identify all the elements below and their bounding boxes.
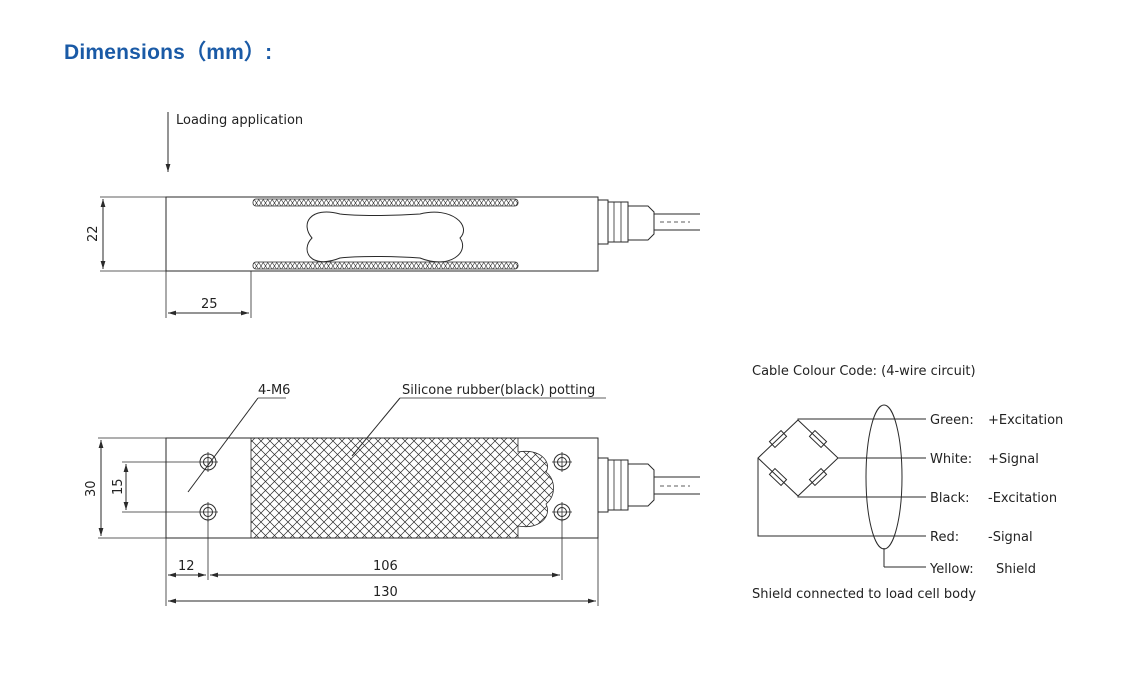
wire-function-label: +Signal [988, 452, 1039, 467]
gland-cap [628, 205, 655, 241]
shield-ellipse [865, 404, 903, 550]
cable-title: Cable Colour Code: (4-wire circuit) [752, 364, 976, 379]
top-view: Loading application 22 25 [86, 112, 700, 318]
hole-span-dim: 106 [373, 559, 398, 574]
shield-note: Shield connected to load cell body [752, 587, 976, 602]
thread-leader [187, 397, 259, 493]
page-heading: Dimensions（mm）: [64, 41, 273, 64]
wire-color-label: Red: [930, 530, 959, 545]
wire-function-label: -Excitation [988, 491, 1057, 506]
potting-label: Silicone rubber(black) potting [402, 383, 595, 398]
bone-cutout [306, 211, 464, 263]
wire-function-label: Shield [996, 562, 1036, 577]
gland-body [608, 459, 629, 511]
total-length-dim: 130 [373, 585, 398, 600]
wire-color-label: Green: [930, 413, 974, 428]
mounting-hole [198, 452, 218, 472]
potting-area [250, 437, 554, 539]
top-left-dim: 25 [201, 297, 218, 312]
mounting-hole [552, 502, 572, 522]
mounting-hole [552, 452, 572, 472]
hole-spacing-dim: 15 [111, 478, 126, 495]
upper-flexure [252, 198, 519, 207]
wire-color-label: White: [930, 452, 972, 467]
wire-green [797, 418, 926, 420]
wire-red [757, 458, 926, 537]
lower-flexure [252, 261, 519, 270]
wire-color-label: Black: [930, 491, 970, 506]
wire-black [797, 496, 926, 498]
mounting-hole [198, 502, 218, 522]
gland-nut [597, 199, 609, 245]
gland-nut [597, 457, 609, 513]
wire-function-label: +Excitation [988, 413, 1063, 428]
bottom-height-dim: 30 [84, 480, 99, 497]
bottom-view: 4-M6 Silicone rubber(black) potting 30 1… [84, 383, 700, 606]
wire-color-label: Yellow: [929, 562, 974, 577]
thread-label: 4-M6 [258, 383, 290, 398]
edge-dim: 12 [178, 559, 195, 574]
cable-colour-code: Cable Colour Code: (4-wire circuit) Gree… [752, 364, 1063, 602]
loading-label: Loading application [176, 113, 303, 128]
top-height-dim: 22 [86, 225, 101, 242]
wheatstone-bridge [757, 419, 839, 497]
gland-cap [628, 463, 655, 507]
load-cell-body-top [165, 196, 599, 272]
gland-body [608, 201, 629, 243]
potting-leader [351, 397, 401, 457]
wire-function-label: -Signal [988, 530, 1033, 545]
